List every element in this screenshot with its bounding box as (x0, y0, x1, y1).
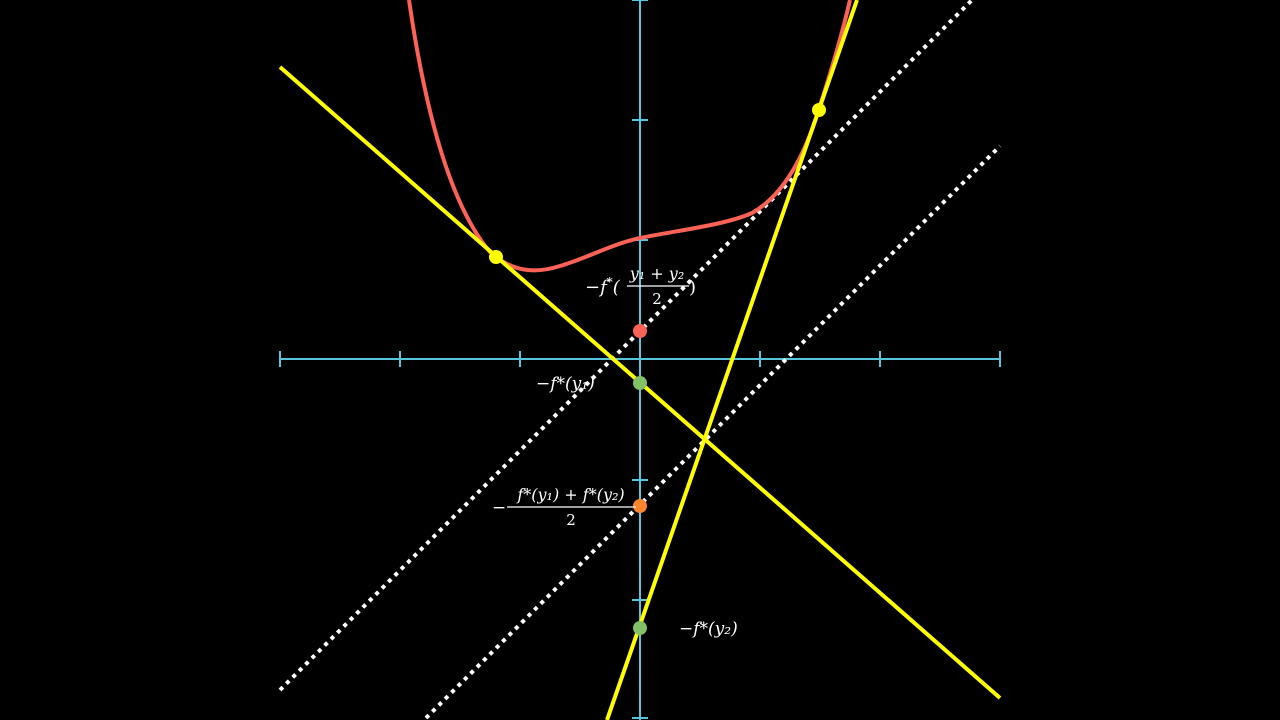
intercept-point-y2 (633, 621, 647, 635)
tangent-point-2 (812, 103, 826, 117)
label-sup: * (607, 275, 613, 289)
label-average-denominator: 2 (566, 511, 576, 529)
svg-text:−f*(: −f*( (585, 275, 621, 298)
label-neg-fstar-y2: −f*(y₂) (679, 619, 738, 639)
label-neg-fstar-avg: −f*( y₁ + y₂ 2 ) (585, 264, 696, 308)
label-prefix: −f (585, 277, 610, 298)
intercept-point-avg-conjugate (633, 324, 647, 338)
label-open-paren: ( (613, 277, 621, 298)
label-average-numerator: f*(y₁) + f*(y₂) (516, 485, 624, 504)
dotted-line-upper (278, 0, 974, 692)
intercept-point-average (633, 499, 647, 513)
label-average-minus: − (492, 498, 506, 518)
label-average-conjugate: − f*(y₁) + f*(y₂) 2 (492, 485, 636, 529)
intercept-point-y1 (633, 376, 647, 390)
dotted-line-lower (424, 144, 1002, 720)
tangent-point-1 (489, 250, 503, 264)
label-close-paren: ) (689, 277, 696, 298)
label-fraction-denominator: 2 (652, 290, 662, 308)
label-neg-fstar-y1: −f*(y₁) (536, 374, 595, 394)
tangent-line-2 (605, 0, 859, 720)
label-fraction-numerator: y₁ + y₂ (629, 264, 684, 283)
